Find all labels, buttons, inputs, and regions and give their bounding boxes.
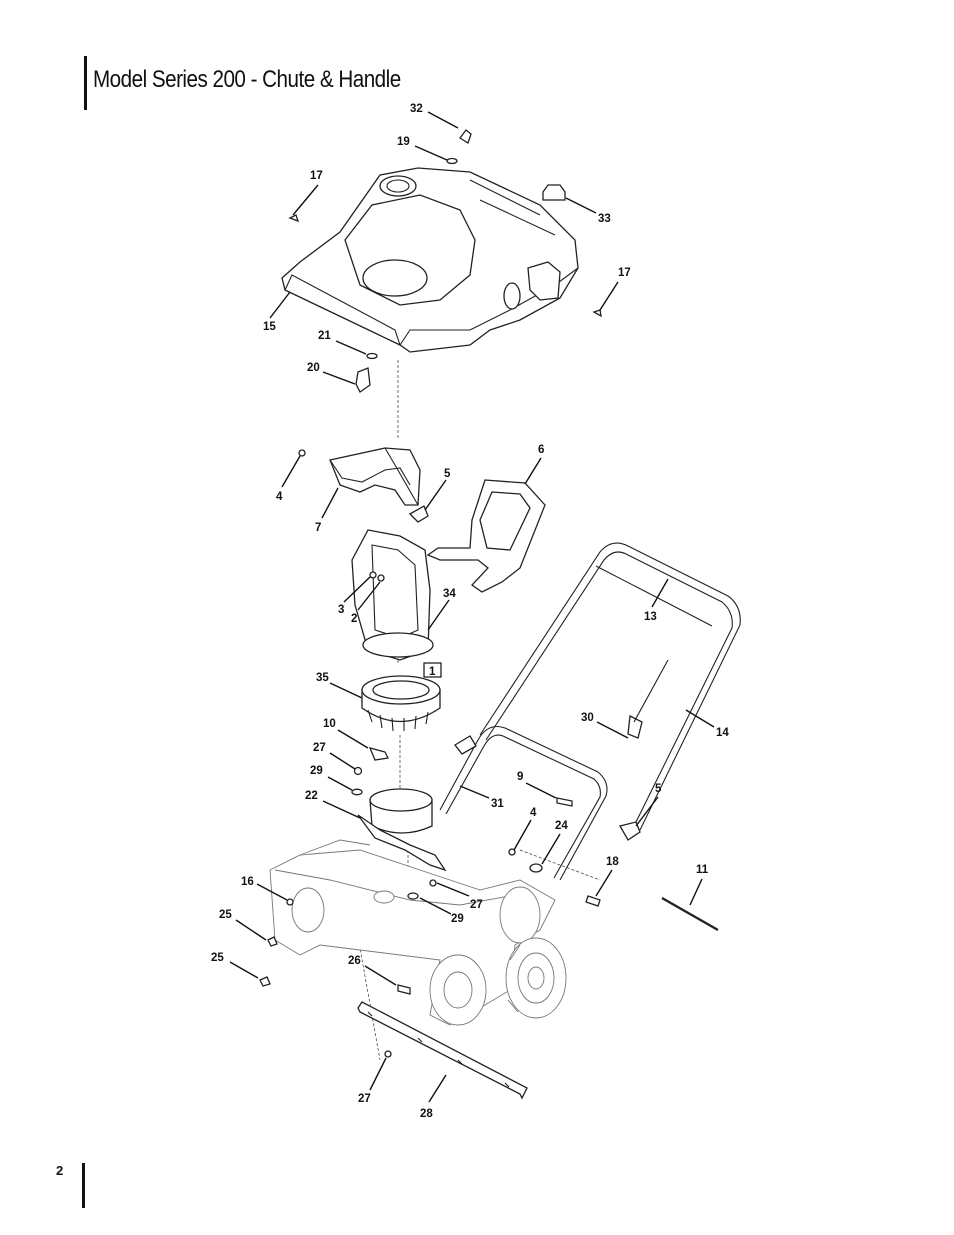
- control-rod: [633, 659, 669, 723]
- part-4b: [508, 848, 516, 856]
- hardware-top: [288, 129, 602, 393]
- part-27b: [429, 879, 437, 887]
- part-9: [556, 797, 573, 807]
- callout-22: 22: [305, 790, 318, 802]
- callout-7: 7: [315, 522, 321, 534]
- callout-34: 34: [443, 588, 456, 600]
- part-32: [459, 129, 472, 144]
- callout-16: 16: [241, 876, 254, 888]
- part-24: [529, 863, 543, 873]
- part-27a: [353, 766, 363, 776]
- part-16: [286, 898, 294, 906]
- callout-2: 2: [351, 613, 357, 625]
- part-29a: [351, 788, 363, 796]
- callout-21: 21: [318, 330, 331, 342]
- upper-chute-part-7: [329, 447, 421, 506]
- callout-29: 29: [310, 765, 323, 777]
- callout-1: 1: [429, 666, 436, 678]
- part-17b: [592, 309, 602, 318]
- part-10: [368, 747, 389, 761]
- callout-32: 32: [410, 103, 423, 115]
- callout-14: 14: [716, 727, 729, 739]
- callout-13: 13: [644, 611, 657, 623]
- callout-9: 9: [517, 771, 523, 783]
- callout-5: 5: [444, 468, 451, 480]
- callout-4: 4: [530, 807, 537, 819]
- lower-chute-part-34: [351, 529, 434, 661]
- callout-31: 31: [491, 798, 504, 810]
- part-3: [369, 571, 377, 579]
- callout-labels: 32 19 17 33 17 15 21 20 6 4 5 7 3 2 34 1…: [211, 103, 729, 1120]
- callout-27: 27: [470, 899, 483, 911]
- callout-6: 6: [538, 444, 544, 456]
- callout-17: 17: [618, 267, 631, 279]
- part-30: [627, 715, 643, 739]
- callout-30: 30: [581, 712, 594, 724]
- part-5a: [408, 505, 429, 523]
- callout-35: 35: [316, 672, 329, 684]
- title-rule: [84, 56, 87, 110]
- upper-handle-part-13: [479, 542, 741, 831]
- callout-4: 4: [276, 491, 283, 503]
- callout-25: 25: [211, 952, 224, 964]
- part-25a: [267, 936, 278, 947]
- footer-rule: [82, 1163, 85, 1208]
- deflector-handle-part-6: [426, 479, 546, 593]
- shroud-part-15: [281, 167, 579, 353]
- callout-10: 10: [323, 718, 336, 730]
- part-33: [542, 184, 566, 201]
- callout-29: 29: [451, 913, 464, 925]
- part-21: [366, 352, 378, 360]
- callout-17: 17: [310, 170, 323, 182]
- callout-11: 11: [696, 864, 709, 876]
- callout-28: 28: [420, 1108, 433, 1120]
- part-4a: [298, 449, 306, 457]
- leader-lines: [229, 111, 715, 1103]
- lower-handle-part-31: [439, 725, 608, 881]
- part-25b: [259, 976, 271, 987]
- part-27c: [384, 1050, 392, 1058]
- page-number: 2: [56, 1163, 64, 1178]
- callout-24: 24: [555, 820, 568, 832]
- part-20: [355, 367, 371, 393]
- part-26: [397, 984, 411, 995]
- part-2: [377, 574, 385, 582]
- handle-knob-left: [454, 735, 477, 755]
- callout-5: 5: [655, 783, 662, 795]
- part-19: [446, 157, 458, 165]
- callout-27: 27: [358, 1093, 371, 1105]
- part-18: [585, 895, 601, 907]
- callout-3: 3: [338, 604, 344, 616]
- chute-base-part-22: [357, 788, 447, 872]
- part-17a: [288, 214, 300, 223]
- part-29b: [407, 892, 419, 900]
- part-5b: [619, 821, 641, 841]
- callout-33: 33: [598, 213, 611, 225]
- callout-15: 15: [263, 321, 276, 333]
- chute-ring-part-35: [361, 675, 441, 732]
- callout-27: 27: [313, 742, 326, 754]
- part-11: [661, 896, 719, 932]
- callout-box-1: [423, 662, 442, 678]
- shave-plate-part-28: [357, 1001, 528, 1100]
- page-title: Model Series 200 - Chute & Handle: [93, 66, 401, 93]
- callout-26: 26: [348, 955, 361, 967]
- callout-25: 25: [219, 909, 232, 921]
- callout-19: 19: [397, 136, 410, 148]
- callout-20: 20: [307, 362, 320, 374]
- auger-housing-ghost: [269, 839, 567, 1026]
- callout-18: 18: [606, 856, 619, 868]
